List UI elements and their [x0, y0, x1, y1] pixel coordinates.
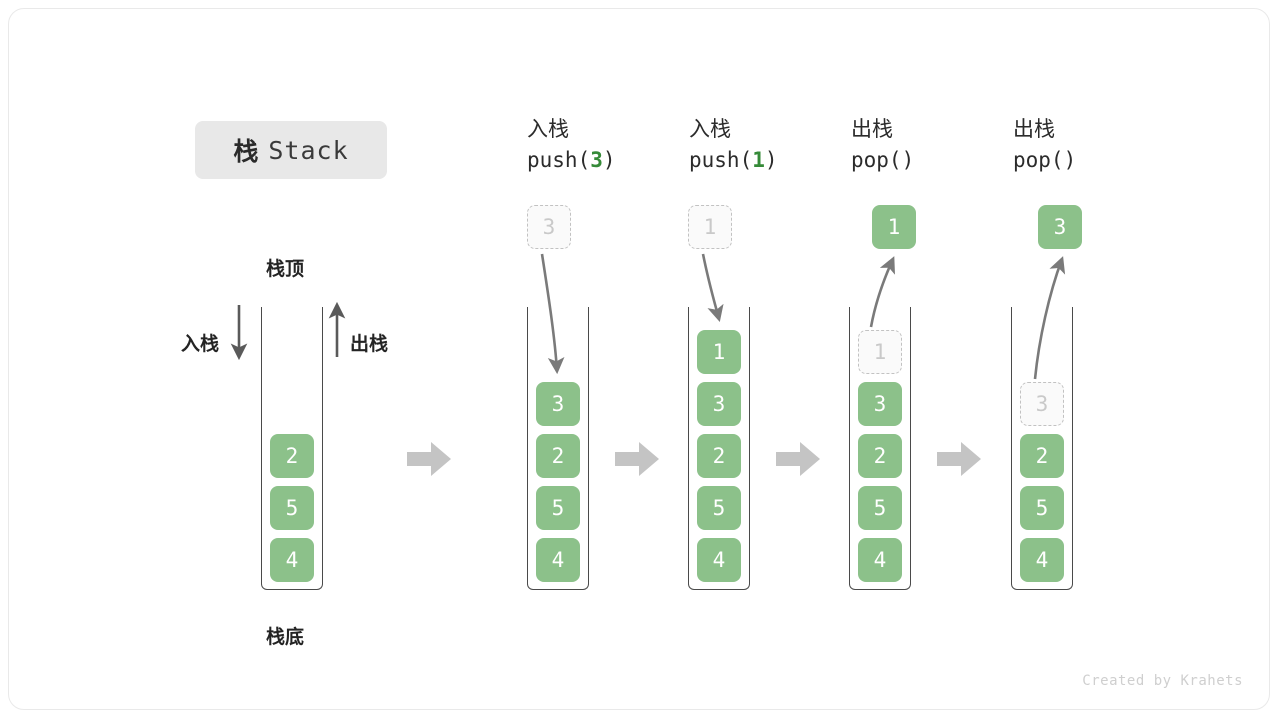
- stack-frame-pop-1: [849, 307, 911, 590]
- stack-cell: 1: [697, 330, 741, 374]
- stack-cell: 5: [858, 486, 902, 530]
- flow-arrow-icon: [937, 442, 981, 476]
- code-suffix: ): [764, 148, 778, 173]
- header-code-pop-1: pop(): [851, 145, 1031, 175]
- floating-ghost-cell: 1: [688, 205, 732, 249]
- stack-cell: 4: [270, 538, 314, 582]
- stack-cell: 2: [536, 434, 580, 478]
- stack-cell: 3: [536, 382, 580, 426]
- flow-arrow-icon: [615, 442, 659, 476]
- flow-arrow-icon: [776, 442, 820, 476]
- label-push-axis: 入栈: [181, 334, 220, 355]
- stack-ghost-cell: 1: [858, 330, 902, 374]
- stack-cell: 5: [697, 486, 741, 530]
- stack-cell: 5: [1020, 486, 1064, 530]
- popped-cell: 3: [1038, 205, 1082, 249]
- stack-cell: 2: [697, 434, 741, 478]
- code-prefix: pop(: [851, 148, 902, 173]
- header-cn-push-3: 入栈: [527, 118, 569, 141]
- stack-cell: 2: [858, 434, 902, 478]
- stack-frame-pop-3: [1011, 307, 1073, 590]
- code-arg: 1: [752, 148, 765, 173]
- column-header-push-3: 入栈 push(3): [527, 115, 707, 176]
- code-suffix: ): [602, 148, 616, 173]
- header-code-push-1: push(1): [689, 145, 869, 175]
- stack-cell: 5: [536, 486, 580, 530]
- diagram-canvas: 栈 Stack 栈顶 栈底 入栈 出栈 2 5 4 入栈 push(3) 3 3…: [8, 8, 1270, 710]
- label-stack-bottom: 栈底: [266, 627, 305, 648]
- column-header-push-1: 入栈 push(1): [689, 115, 869, 176]
- column-header-pop-1: 出栈 pop(): [851, 115, 1031, 176]
- watermark: Created by Krahets: [1082, 673, 1243, 689]
- floating-ghost-cell: 3: [527, 205, 571, 249]
- header-code-pop-3: pop(): [1013, 145, 1193, 175]
- title-badge: 栈 Stack: [195, 121, 387, 179]
- code-prefix: pop(: [1013, 148, 1064, 173]
- stack-cell: 4: [858, 538, 902, 582]
- header-cn-push-1: 入栈: [689, 118, 731, 141]
- code-suffix: ): [1063, 148, 1077, 173]
- header-code-push-3: push(3): [527, 145, 707, 175]
- stack-frame-push-3: [527, 307, 589, 590]
- column-header-pop-3: 出栈 pop(): [1013, 115, 1193, 176]
- code-prefix: push(: [689, 148, 753, 173]
- stack-frame-push-1: [688, 307, 750, 590]
- code-suffix: ): [901, 148, 915, 173]
- popped-cell: 1: [872, 205, 916, 249]
- stack-cell: 4: [1020, 538, 1064, 582]
- flow-arrow-icon: [407, 442, 451, 476]
- stack-cell: 5: [270, 486, 314, 530]
- stack-cell: 3: [858, 382, 902, 426]
- title-en: Stack: [268, 135, 349, 165]
- title-cn: 栈: [233, 138, 259, 166]
- header-cn-pop-1: 出栈: [851, 118, 893, 141]
- stack-cell: 4: [697, 538, 741, 582]
- code-arg: 3: [590, 148, 603, 173]
- stack-cell: 2: [270, 434, 314, 478]
- stack-ghost-cell: 3: [1020, 382, 1064, 426]
- stack-cell: 2: [1020, 434, 1064, 478]
- stack-cell: 4: [536, 538, 580, 582]
- header-cn-pop-3: 出栈: [1013, 118, 1055, 141]
- stack-cell: 3: [697, 382, 741, 426]
- label-pop-axis: 出栈: [350, 334, 389, 355]
- stack-frame-initial: [261, 307, 323, 590]
- code-prefix: push(: [527, 148, 591, 173]
- label-stack-top: 栈顶: [266, 259, 305, 280]
